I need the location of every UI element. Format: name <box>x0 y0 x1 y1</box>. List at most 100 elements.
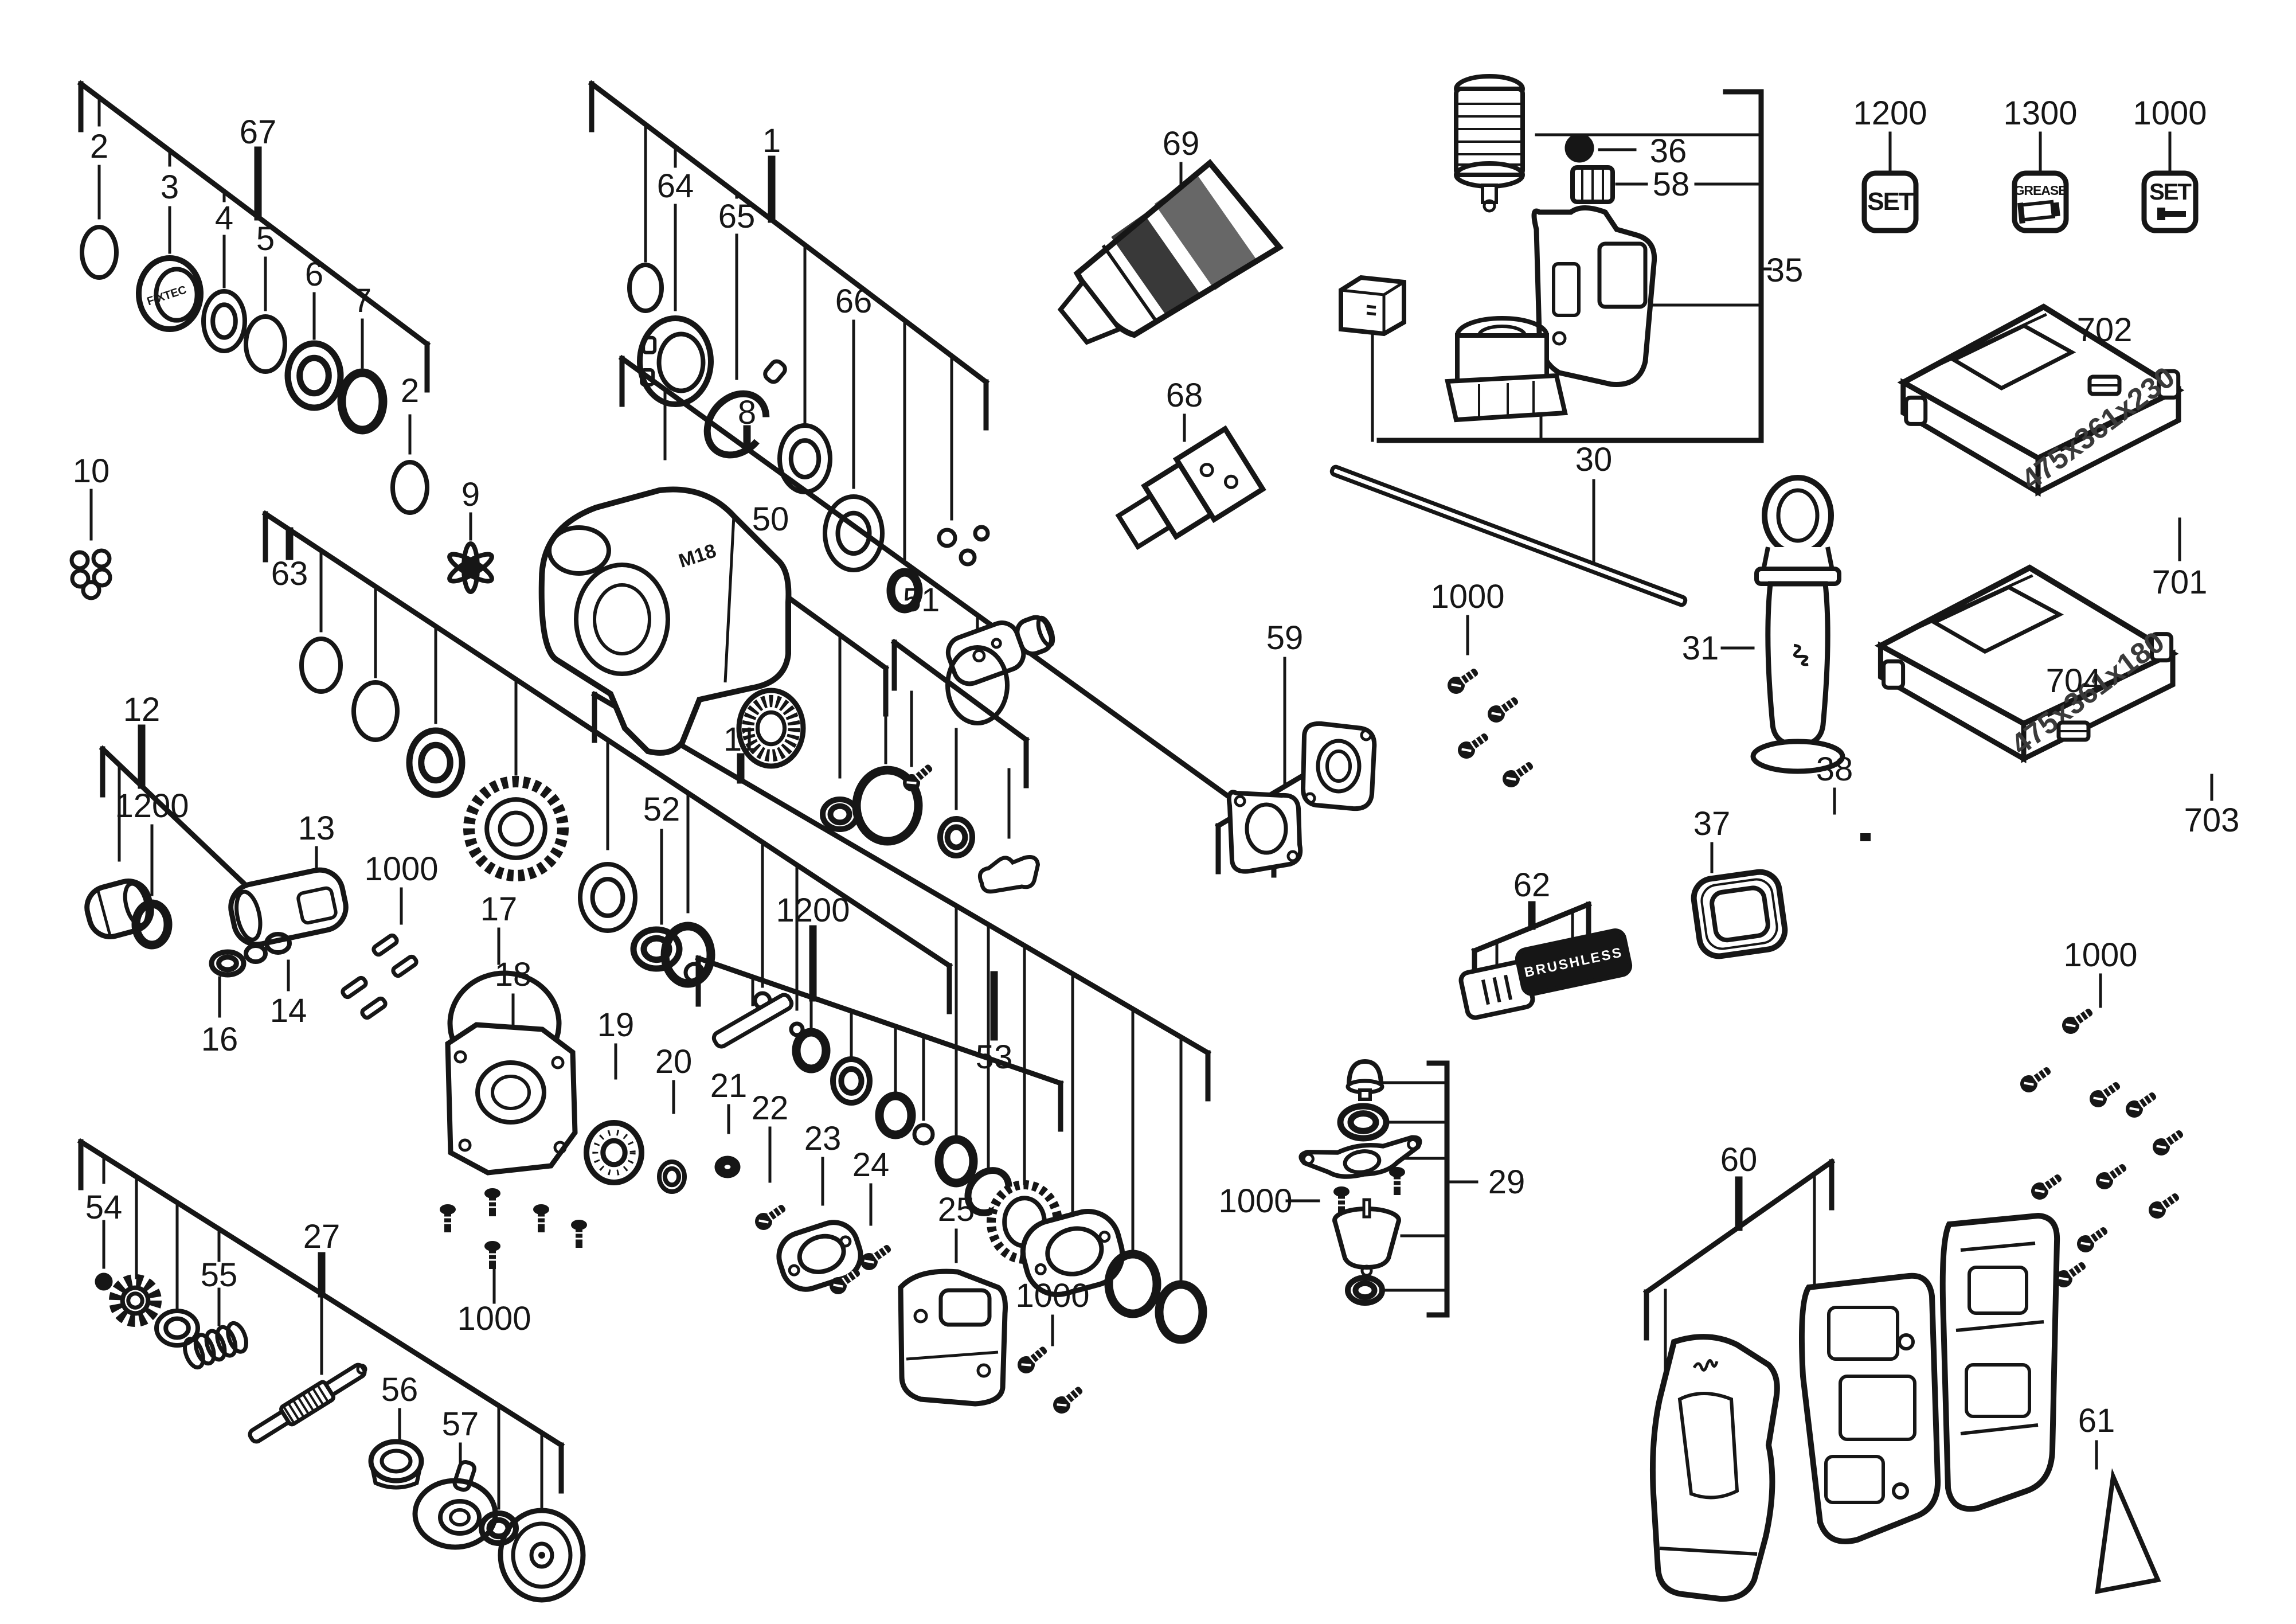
part-number-label: 1300 <box>2003 95 2077 132</box>
ring-14b <box>244 943 268 964</box>
ring-g1 <box>627 263 664 313</box>
screw-51 <box>903 764 933 791</box>
part-number-label: 23 <box>804 1120 842 1157</box>
part-number-label: 60 <box>1720 1141 1758 1178</box>
part-number-label: 69 <box>1163 125 1200 162</box>
part-number-label: 25 <box>938 1191 975 1228</box>
gear-housing-8: M18 <box>538 486 792 756</box>
group-bracket <box>99 745 261 900</box>
motor-assembly-35 <box>1445 316 1568 423</box>
part-number-label: 1200 <box>776 892 850 929</box>
handle-frame-60 <box>1798 1272 1941 1544</box>
pin-21 <box>714 1155 741 1178</box>
ring-14 <box>264 932 292 955</box>
part-number-label: 18 <box>495 956 532 993</box>
part-number-label: 67 <box>240 114 277 151</box>
bushing <box>830 1056 873 1106</box>
part-number-label: 36 <box>1650 132 1687 170</box>
part-number-label: 20 <box>655 1043 693 1080</box>
part-number-label: 1200 <box>115 787 189 825</box>
washer-20 <box>657 1160 687 1194</box>
gasket-plate-23 <box>776 1220 863 1292</box>
lever-plate-29 <box>1298 1135 1422 1179</box>
dust-cap-64 <box>637 315 714 407</box>
part-number-label: 11 <box>723 721 758 758</box>
washer-4 <box>201 289 247 353</box>
clamp-ring-65 <box>703 390 770 459</box>
part-number-label: 65 <box>718 198 756 235</box>
o-ring-53b <box>1155 1280 1207 1344</box>
screw-1000 <box>1458 733 1489 759</box>
screw-1000 <box>1488 697 1519 723</box>
part-number-label: 13 <box>298 810 335 847</box>
bit-holder-spindle <box>945 615 1055 686</box>
part-number-label: 31 <box>1682 630 1719 667</box>
screw-23b <box>830 1268 860 1294</box>
wedge-pin-65 <box>763 359 787 384</box>
lock-lever-51 <box>978 855 1041 894</box>
part-number-label: 22 <box>752 1090 789 1127</box>
belt-clip-38 <box>1860 833 1871 841</box>
part-number-label: 62 <box>1513 866 1551 904</box>
part-number-label: 19 <box>597 1006 635 1044</box>
ring-set-10 <box>69 548 112 600</box>
screw-1000 <box>2126 1092 2157 1118</box>
part-number-label: 10 <box>73 452 110 490</box>
screw-1000 <box>440 1204 456 1232</box>
part-number-label: 57 <box>442 1406 479 1443</box>
terminal-block-58 <box>1570 165 1615 204</box>
screw-1000 <box>1053 1387 1083 1414</box>
screw-1000 <box>533 1204 549 1232</box>
screw-1000 <box>2153 1130 2184 1155</box>
sds-adapter-68 <box>1115 425 1266 551</box>
tiny-ring <box>683 962 705 983</box>
part-number-label: 9 <box>461 476 480 513</box>
screw-29 <box>1389 1167 1405 1195</box>
seal-ring-50 <box>852 766 923 846</box>
pinion-gear <box>109 1274 162 1327</box>
part-number-label: 3 <box>161 169 179 206</box>
keyless-chuck-69 <box>1057 159 1284 345</box>
part-number-label: 51 <box>903 581 940 619</box>
part-number-label: 8 <box>738 394 756 431</box>
part-number-label: 1000 <box>364 850 438 888</box>
o-ring <box>934 1135 978 1188</box>
part-number-label: 1 <box>762 122 781 159</box>
nut-52 <box>630 926 683 972</box>
ball-bearing-19 <box>584 1120 644 1185</box>
screw-1000 <box>2077 1227 2108 1252</box>
part-number-label: 29 <box>1488 1164 1526 1201</box>
retaining-ring-2 <box>80 225 119 280</box>
armature-35 <box>1454 74 1525 213</box>
part-number-label: 16 <box>201 1021 238 1058</box>
washer-55 <box>154 1309 200 1348</box>
depth-rod-30 <box>1329 464 1688 607</box>
part-number-label: 2 <box>90 128 108 165</box>
set-icon-1200: SET <box>1861 170 1919 233</box>
electronics-module-35 <box>1531 205 1657 387</box>
part-number-label: 66 <box>835 283 873 320</box>
part-number-label: 50 <box>752 501 789 538</box>
drive-disc <box>498 1508 586 1603</box>
part-number-label: 1000 <box>1430 578 1504 615</box>
part-number-label: 702 <box>2077 311 2133 349</box>
screw-1000 <box>2149 1193 2180 1219</box>
part-number-label: 1000 <box>457 1300 531 1337</box>
part-number-label: 14 <box>270 992 307 1029</box>
o-ring-7 <box>337 368 388 435</box>
part-number-label: 1000 <box>1015 1277 1089 1314</box>
valve-29 <box>1332 1198 1401 1277</box>
group-bracket <box>695 955 1064 1087</box>
part-number-label: 703 <box>2184 802 2240 839</box>
screw-24 <box>860 1244 891 1270</box>
tiny-ring <box>789 1021 805 1037</box>
screw-1000 <box>2020 1067 2051 1092</box>
tiny-ring <box>973 525 990 542</box>
side-handle-31 <box>1750 475 1845 774</box>
cap-29 <box>1345 1059 1384 1101</box>
part-number-label: 63 <box>271 555 308 592</box>
keyed-washer-63 <box>578 862 637 933</box>
part-number-label: 17 <box>480 891 518 928</box>
svg-text:SET: SET <box>2149 179 2191 205</box>
part-number-label: 58 <box>1653 166 1690 203</box>
